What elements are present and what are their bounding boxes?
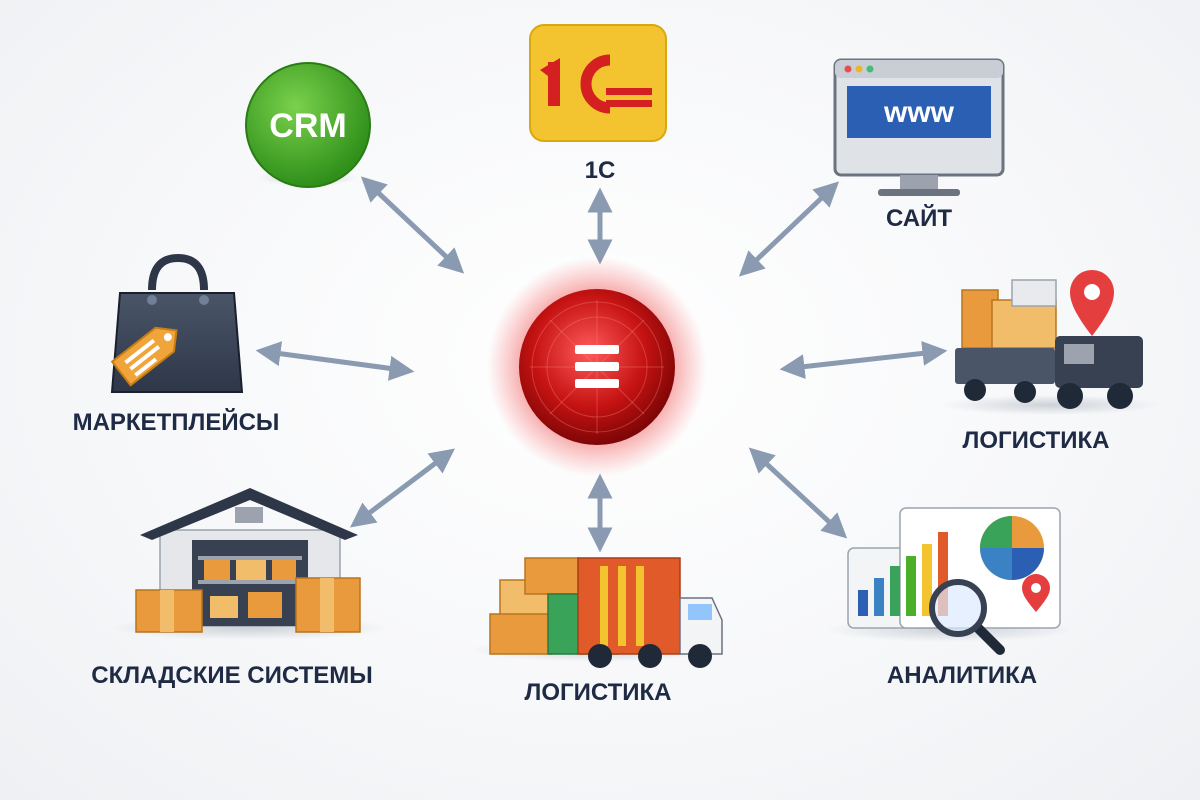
logistics-bottom-node[interactable]	[470, 557, 723, 668]
arrow-marketplaces	[255, 341, 415, 381]
arrow-warehouse	[350, 448, 455, 528]
delivery-truck-icon	[489, 557, 723, 668]
site-node[interactable]: www	[833, 58, 1005, 196]
central-hub[interactable]	[487, 257, 707, 477]
logistics-right-node[interactable]	[940, 270, 1160, 415]
hub-logo-icon	[575, 345, 619, 388]
logistics-bottom-label: ЛОГИСТИКА	[525, 679, 672, 706]
location-pin-icon	[1070, 270, 1114, 336]
arrow-analytics	[748, 447, 848, 539]
site-label: САЙТ	[886, 204, 952, 232]
warehouse-icon	[135, 488, 361, 633]
arrow-logistics-right	[779, 340, 948, 380]
shopping-bag-icon	[110, 253, 244, 393]
onec-node[interactable]	[529, 24, 667, 142]
connector-arrows	[255, 176, 948, 553]
site-badge: www	[883, 96, 955, 129]
magnifier-icon	[929, 579, 1005, 655]
marketplaces-label: МАРКЕТПЛЕЙСЫ	[73, 408, 280, 436]
price-tag-icon	[110, 326, 178, 387]
marketplaces-node[interactable]	[110, 253, 244, 393]
onec-logo-icon	[540, 54, 652, 114]
onec-label: 1С	[585, 157, 616, 184]
analytics-label: АНАЛИТИКА	[887, 662, 1037, 689]
crm-badge: CRM	[269, 107, 346, 145]
analytics-node[interactable]	[825, 507, 1075, 655]
arrow-site	[738, 181, 840, 277]
analytics-icon	[847, 507, 1061, 655]
crm-node[interactable]: CRM	[245, 62, 371, 188]
warehouse-label: СКЛАДСКИЕ СИСТЕМЫ	[91, 662, 373, 689]
truck-location-icon	[955, 270, 1143, 409]
arrow-crm	[360, 176, 465, 274]
logistics-right-label: ЛОГИСТИКА	[963, 427, 1110, 454]
warehouse-node[interactable]	[110, 488, 390, 640]
